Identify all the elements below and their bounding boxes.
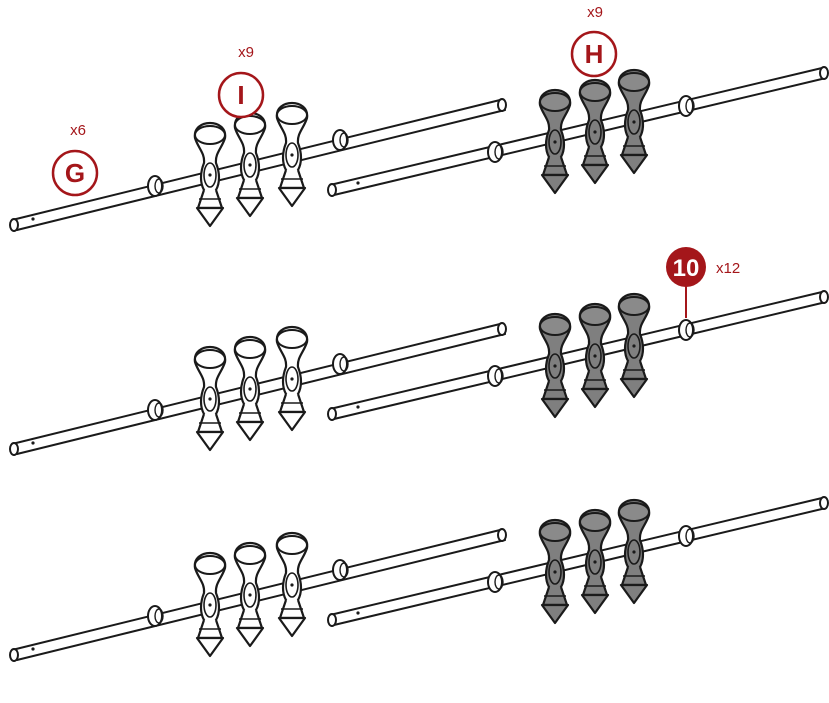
bumper-ring: [678, 95, 695, 117]
part-i-quantity: x9: [238, 44, 254, 61]
part-h-quantity: x9: [587, 4, 603, 21]
part-g-badge: [51, 149, 99, 197]
callout-part-i: x9 I: [217, 44, 265, 119]
part-10-number: 10: [673, 255, 700, 282]
bumper-ring: [487, 571, 504, 593]
part-h-letter: H: [585, 39, 604, 69]
bumper-ring: [678, 319, 695, 341]
rod-row-2: [9, 290, 829, 456]
bumper-ring: [487, 365, 504, 387]
rod-right: [327, 290, 829, 421]
bumper-ring: [332, 129, 349, 151]
bumper-ring: [332, 353, 349, 375]
bumper-ring: [147, 399, 164, 421]
part-10-quantity: x12: [716, 260, 740, 277]
bumper-ring: [678, 525, 695, 547]
part-i-letter: I: [237, 80, 244, 110]
rod-right: [327, 496, 829, 627]
part-h-badge: [570, 30, 618, 78]
rod-row-1: [9, 66, 829, 232]
bumper-ring: [147, 605, 164, 627]
callout-part-h: x9 H: [570, 4, 618, 78]
callout-part-g: x6 G: [51, 122, 99, 197]
part-i-badge: [217, 71, 265, 119]
bumper-ring: [487, 141, 504, 163]
rod-right: [327, 66, 829, 197]
callout-part-10: 10 x12: [666, 247, 740, 318]
part-g-letter: G: [65, 158, 85, 188]
bumper-ring: [147, 175, 164, 197]
bumper-ring: [332, 559, 349, 581]
part-g-quantity: x6: [70, 122, 86, 139]
part-10-badge: [666, 247, 706, 287]
rod-row-3: [9, 496, 829, 662]
